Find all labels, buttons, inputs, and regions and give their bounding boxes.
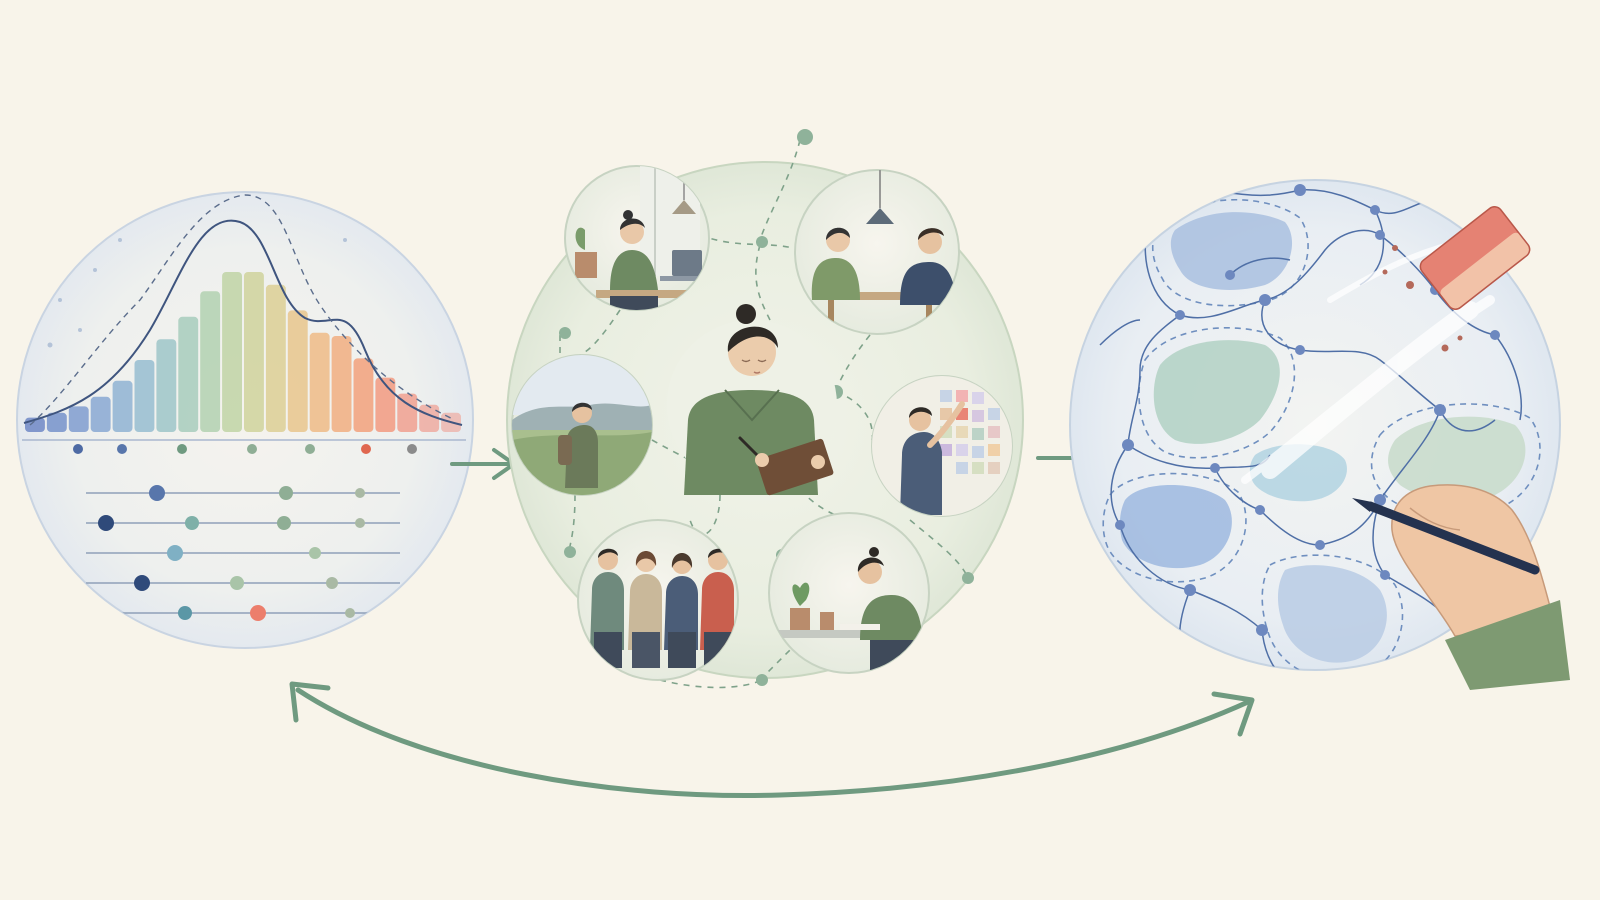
histogram-bar bbox=[112, 380, 133, 432]
pencil-icon bbox=[1365, 501, 1540, 575]
axis-dot bbox=[407, 444, 417, 454]
histogram-bar bbox=[222, 272, 242, 432]
slider-row bbox=[86, 575, 400, 591]
axis-dot bbox=[247, 444, 257, 454]
axis-dot bbox=[117, 444, 127, 454]
map-region bbox=[1119, 485, 1232, 569]
histogram-bar bbox=[90, 396, 111, 432]
histogram-bar bbox=[46, 412, 67, 432]
distribution-panel bbox=[16, 191, 474, 649]
map-regions bbox=[1119, 212, 1526, 663]
vignette-two-people-talking bbox=[794, 169, 960, 335]
group-person bbox=[664, 553, 698, 668]
region-boundaries bbox=[1102, 199, 1541, 670]
slider-row bbox=[86, 485, 400, 501]
hand-with-pencil bbox=[1352, 484, 1570, 690]
map-region bbox=[1388, 416, 1526, 501]
tablet bbox=[756, 438, 834, 496]
slider-row bbox=[86, 515, 400, 531]
histogram-bar bbox=[200, 291, 221, 432]
sleeve bbox=[1445, 600, 1570, 690]
group-person bbox=[590, 548, 624, 668]
histogram-bar bbox=[134, 360, 155, 432]
histogram-bar bbox=[397, 393, 418, 432]
axis-dot bbox=[73, 444, 83, 454]
histogram-bar bbox=[287, 310, 308, 432]
axis-markers bbox=[73, 444, 417, 454]
histogram-bar bbox=[419, 404, 440, 432]
histogram-bar bbox=[178, 316, 199, 432]
histogram-bar bbox=[331, 336, 352, 432]
reference-curve bbox=[29, 194, 456, 426]
axis-dot bbox=[177, 444, 187, 454]
histogram-bar bbox=[353, 358, 374, 432]
histogram-bar bbox=[156, 339, 177, 432]
vignette-person-at-sticky-note-wall bbox=[871, 375, 1013, 517]
histogram-bar bbox=[309, 332, 330, 432]
histogram-bar bbox=[265, 284, 286, 432]
people-panel bbox=[506, 129, 1024, 689]
vignette-person-writing-at-desk bbox=[768, 512, 930, 674]
vignette-person-at-laptop bbox=[564, 165, 710, 311]
vignette-hiker-in-field bbox=[511, 354, 653, 496]
eraser-icon bbox=[1419, 206, 1531, 311]
map-panel bbox=[1069, 179, 1570, 690]
map-region bbox=[1153, 340, 1280, 444]
vignette-group-of-four-people bbox=[577, 519, 739, 681]
histogram-bar bbox=[68, 406, 89, 432]
histogram bbox=[25, 272, 461, 432]
density-curve bbox=[23, 219, 463, 426]
map-region bbox=[1277, 565, 1387, 663]
map-region bbox=[1170, 212, 1293, 290]
group-person bbox=[628, 551, 662, 668]
histogram-bar bbox=[244, 272, 264, 432]
axis-dot bbox=[361, 444, 371, 454]
feedback-loop-arrow bbox=[289, 681, 1255, 799]
central-person-with-tablet bbox=[667, 304, 837, 496]
axis-dot bbox=[305, 444, 315, 454]
eraser-crumbs bbox=[1382, 245, 1463, 352]
slider-row bbox=[86, 545, 400, 561]
